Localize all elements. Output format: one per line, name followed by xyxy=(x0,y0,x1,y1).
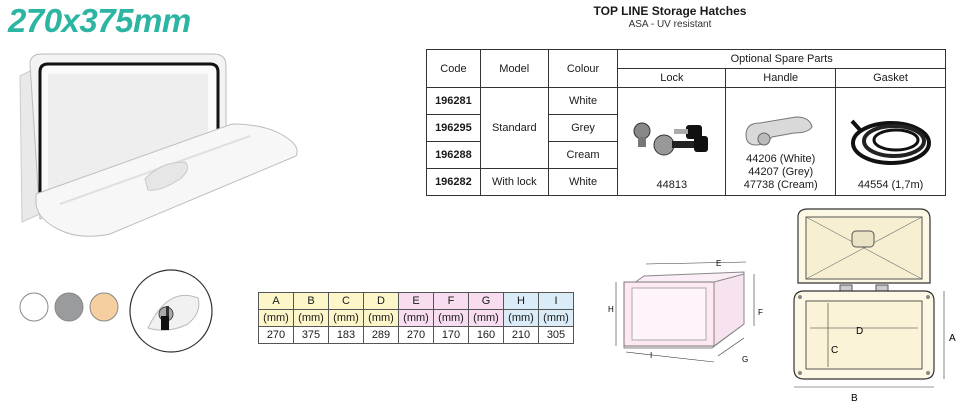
table-row-colour: Cream xyxy=(547,141,619,169)
lock-closeup-photo xyxy=(129,269,213,353)
lock-part-cell: 44813 xyxy=(617,87,727,196)
dim-value-i: 305 xyxy=(538,326,574,344)
dim-value-g: 160 xyxy=(468,326,504,344)
table-row-colour: White xyxy=(547,87,619,115)
dimensions-table: A B C D E F G H I (mm) (mm) (mm) (mm) (m… xyxy=(258,292,574,344)
top-dimension-diagram: D C A B xyxy=(793,208,956,404)
handle-code-cream: 47738 (Cream) xyxy=(743,179,818,191)
colour-header: Colour xyxy=(547,49,619,88)
dim-label-h: H xyxy=(503,292,539,310)
top-label-d: D xyxy=(856,326,863,337)
table-row-code: 196282 xyxy=(426,168,481,196)
box-label-f: F xyxy=(758,308,763,317)
lock-part-image xyxy=(633,122,708,156)
top-label-b: B xyxy=(851,393,858,404)
box-label-e: E xyxy=(716,259,721,268)
table-row-colour: White xyxy=(547,168,619,196)
gasket-part-image xyxy=(850,119,931,165)
dim-unit: (mm) xyxy=(328,309,364,327)
table-row-code: 196288 xyxy=(426,141,481,169)
table-row-colour: Grey xyxy=(547,114,619,142)
dim-unit: (mm) xyxy=(258,309,294,327)
model-header: Model xyxy=(479,49,549,88)
dim-label-b: B xyxy=(293,292,329,310)
dim-value-c: 183 xyxy=(328,326,364,344)
dim-value-h: 210 xyxy=(503,326,539,344)
handle-header: Handle xyxy=(725,68,837,88)
dim-unit: (mm) xyxy=(433,309,469,327)
hatch-photo xyxy=(19,53,298,237)
lock-header: Lock xyxy=(617,68,727,88)
dim-value-e: 270 xyxy=(398,326,434,344)
box-label-h: H xyxy=(608,305,614,314)
spec-table: Code Model Colour Optional Spare Parts L… xyxy=(426,49,946,196)
gasket-header: Gasket xyxy=(835,68,946,88)
table-row-code: 196295 xyxy=(426,114,481,142)
top-label-a: A xyxy=(949,333,956,344)
dim-value-f: 170 xyxy=(433,326,469,344)
top-label-c: C xyxy=(831,345,838,356)
lock-part-code: 44813 xyxy=(656,179,688,191)
table-row-code: 196281 xyxy=(426,87,481,115)
product-subtitle: ASA - UV resistant xyxy=(628,19,712,30)
gasket-part-code: 44554 (1,7m) xyxy=(857,179,924,191)
dim-value-b: 375 xyxy=(293,326,329,344)
swatch-cream xyxy=(89,292,119,322)
dim-unit: (mm) xyxy=(363,309,399,327)
dim-unit: (mm) xyxy=(468,309,504,327)
handle-code-grey: 44207 (Grey) xyxy=(748,166,814,178)
box-label-i: I xyxy=(650,351,652,360)
swatch-white xyxy=(19,292,49,322)
box-label-g: G xyxy=(742,355,748,364)
swatch-grey xyxy=(54,292,84,322)
dim-label-d: D xyxy=(363,292,399,310)
dim-label-a: A xyxy=(258,292,294,310)
box-dimension-diagram: E H F I G xyxy=(608,259,763,364)
dim-unit: (mm) xyxy=(398,309,434,327)
dim-unit: (mm) xyxy=(538,309,574,327)
code-header: Code xyxy=(426,49,481,88)
colour-swatches xyxy=(19,292,119,322)
dim-label-f: F xyxy=(433,292,469,310)
dim-unit: (mm) xyxy=(293,309,329,327)
dim-value-d: 289 xyxy=(363,326,399,344)
dim-label-g: G xyxy=(468,292,504,310)
size-title: 270x375mm xyxy=(8,2,191,39)
optional-parts-header: Optional Spare Parts xyxy=(617,49,946,69)
dim-label-c: C xyxy=(328,292,364,310)
handle-code-white: 44206 (White) xyxy=(746,153,816,165)
dim-unit: (mm) xyxy=(503,309,539,327)
model-standard: Standard xyxy=(479,87,549,169)
dim-label-e: E xyxy=(398,292,434,310)
model-with-lock: With lock xyxy=(479,168,549,196)
handle-part-image xyxy=(745,116,813,146)
dim-label-i: I xyxy=(538,292,574,310)
product-title: TOP LINE Storage Hatches xyxy=(593,4,747,18)
dim-value-a: 270 xyxy=(258,326,294,344)
handle-part-cell: 44206 (White) 44207 (Grey) 47738 (Cream) xyxy=(725,87,837,196)
gasket-part-cell: 44554 (1,7m) xyxy=(835,87,946,196)
